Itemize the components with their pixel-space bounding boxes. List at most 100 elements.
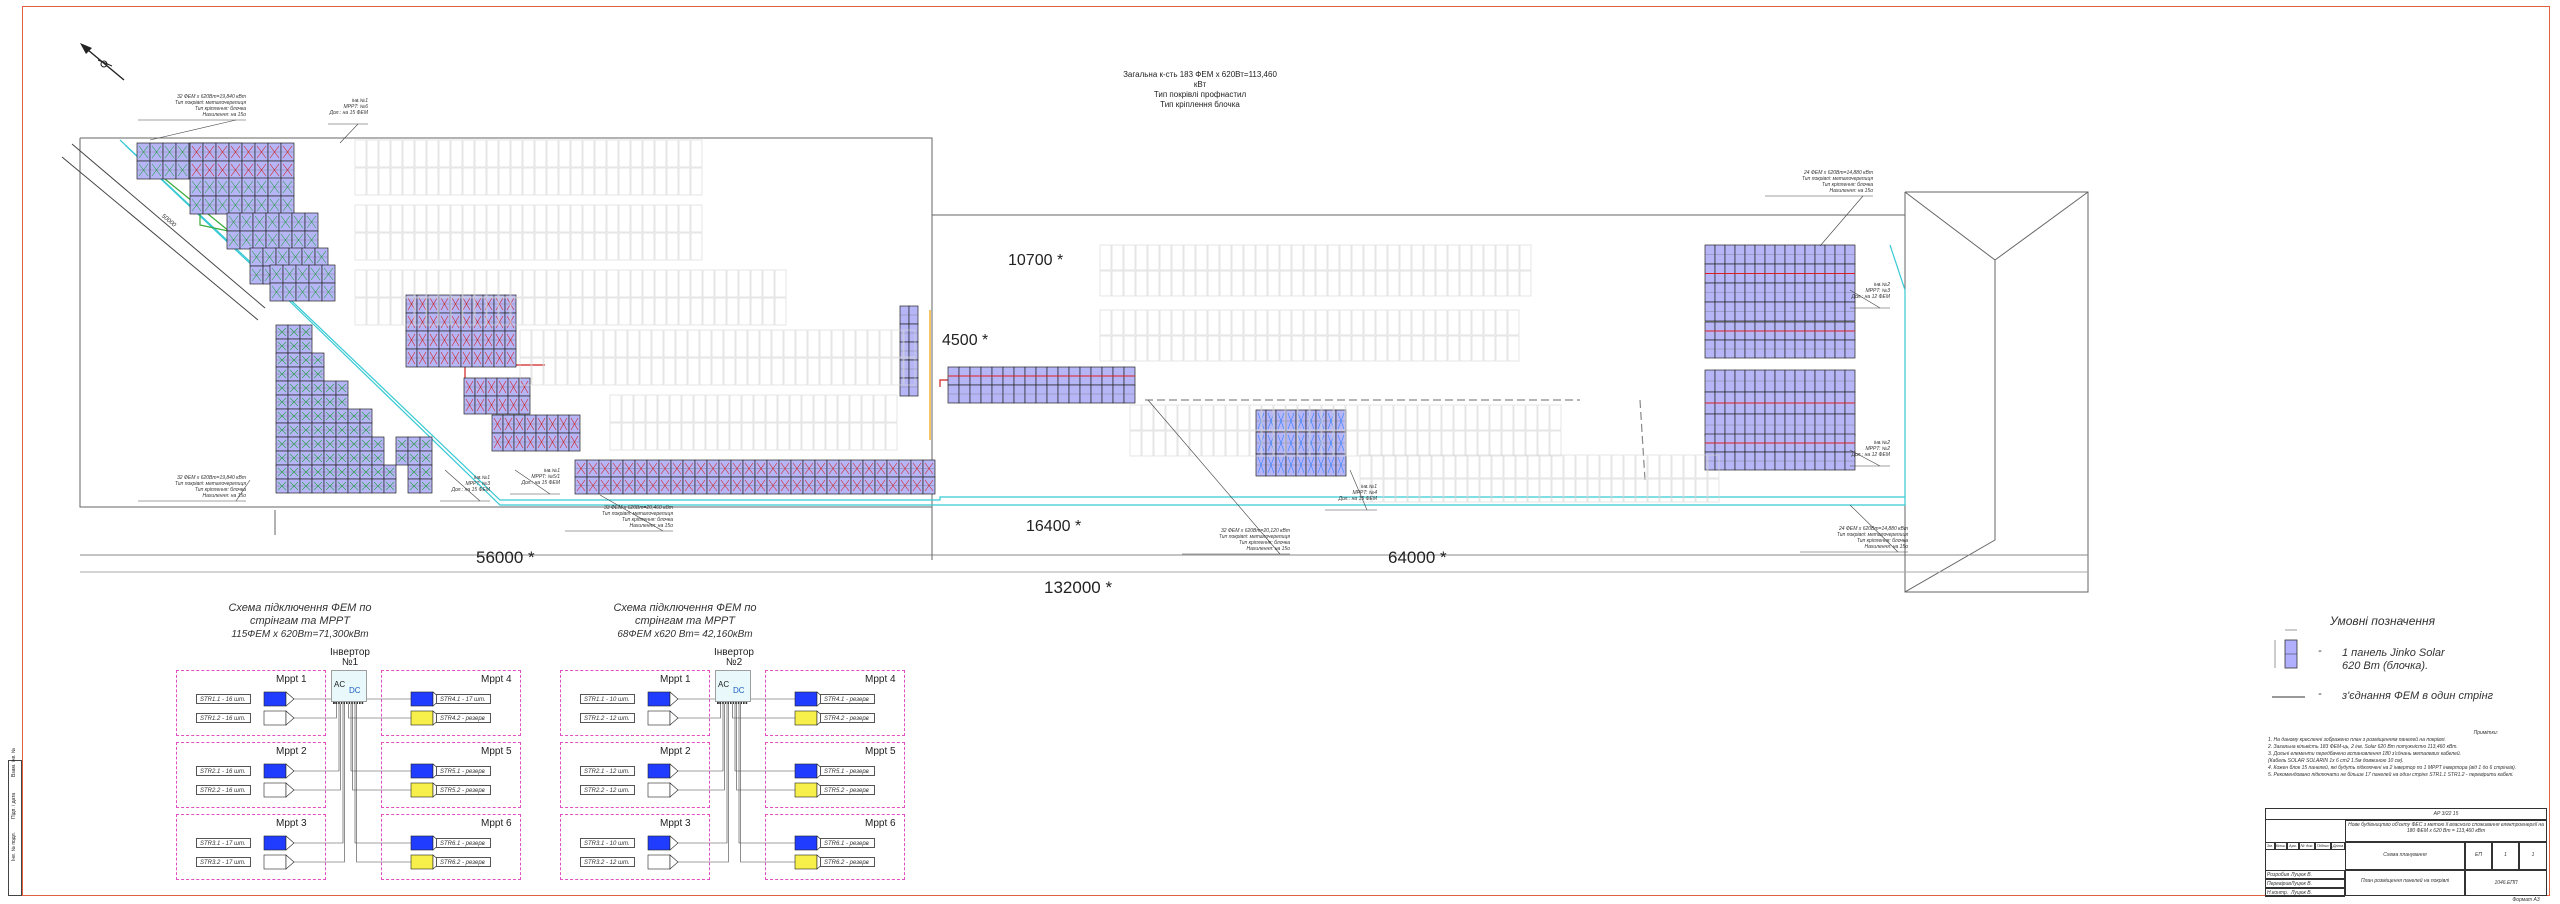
- existing-panel: [639, 329, 652, 358]
- string-label: STR6.2 - резерв: [436, 857, 491, 867]
- stamp-stage-cell: [2465, 842, 2492, 870]
- existing-panel: [390, 204, 403, 233]
- existing-panel: [1285, 404, 1298, 431]
- existing-panel: [621, 422, 634, 451]
- existing-panel: [1327, 335, 1340, 362]
- existing-panel: [855, 329, 868, 358]
- existing-panel: [1359, 454, 1372, 479]
- string-label: STR2.1 - 16 шт.: [196, 766, 251, 776]
- existing-panel: [414, 204, 427, 233]
- existing-panel: [738, 269, 751, 298]
- existing-panel: [1447, 335, 1460, 362]
- existing-panel: [579, 357, 592, 386]
- stamp-desc: Нове будівництво об'єкту ФЕС з метою її …: [2348, 822, 2544, 834]
- mppt-frame: [765, 814, 905, 880]
- existing-panel: [594, 139, 607, 168]
- scheme-title-line: стрінгам та MPPT: [635, 615, 735, 627]
- existing-panel: [1255, 270, 1268, 297]
- inverter-dc: DC: [349, 686, 361, 695]
- notes-header: Примітки:: [2473, 730, 2498, 736]
- existing-panel: [1383, 478, 1396, 503]
- existing-panel: [1237, 430, 1250, 457]
- existing-panel: [1423, 270, 1436, 297]
- stamp-row-project: [2265, 808, 2547, 820]
- existing-panel: [450, 139, 463, 168]
- mppt-frame: [176, 814, 326, 880]
- existing-panel: [519, 357, 532, 386]
- stamp-col-label: Зм.: [2266, 843, 2274, 848]
- existing-panel: [543, 329, 556, 358]
- existing-panel: [1537, 404, 1550, 431]
- mppt-frame: [560, 814, 710, 880]
- callout-line: Нахилення: на 15о: [1864, 544, 1909, 550]
- existing-panel: [753, 394, 766, 423]
- existing-panel: [366, 232, 379, 261]
- mppt-frame: [176, 742, 326, 808]
- existing-panel: [699, 357, 712, 386]
- existing-panel: [621, 394, 634, 423]
- existing-panel: [693, 422, 706, 451]
- title-line-1: Загальна к-сть 183 ФЕМ х 620Вт=113,460 к…: [1123, 70, 1277, 89]
- existing-panel: [807, 357, 820, 386]
- existing-panel: [438, 167, 451, 196]
- existing-panel: [1147, 244, 1160, 271]
- existing-panel: [1647, 478, 1660, 503]
- existing-panel: [1219, 270, 1232, 297]
- existing-panel: [378, 204, 391, 233]
- string-label: STR3.2 - 17 шт.: [196, 857, 251, 867]
- title-stamp: АР 3/22 15 Нове будівництво об'єкту ФЕС …: [2265, 808, 2547, 903]
- existing-panel: [426, 139, 439, 168]
- existing-panel: [1303, 244, 1316, 271]
- existing-panel: [567, 357, 580, 386]
- existing-panel: [1483, 309, 1496, 336]
- existing-panel: [558, 204, 571, 233]
- stamp-sheets: 1: [2531, 852, 2535, 858]
- callout-leader: [1849, 504, 1899, 553]
- existing-panel: [843, 357, 856, 386]
- existing-panel: [1351, 309, 1364, 336]
- existing-panel: [1147, 309, 1160, 336]
- existing-panel: [1507, 244, 1520, 271]
- existing-panel: [735, 357, 748, 386]
- existing-panel: [1111, 335, 1124, 362]
- existing-panel: [1339, 244, 1352, 271]
- existing-panel: [450, 232, 463, 261]
- existing-panel: [606, 139, 619, 168]
- inverter-label: Інвертор №1: [330, 647, 370, 668]
- existing-panel: [366, 139, 379, 168]
- existing-panel: [1549, 404, 1562, 431]
- stamp-col-cell: [2287, 842, 2299, 850]
- existing-panel: [522, 269, 535, 298]
- existing-panel: [1491, 454, 1504, 479]
- existing-panel: [1417, 430, 1430, 457]
- existing-panel: [558, 139, 571, 168]
- existing-panel: [1491, 478, 1504, 503]
- existing-panel: [486, 167, 499, 196]
- callout-line: Тип покрівлі: металочерепиця: [601, 511, 673, 517]
- existing-panel: [570, 204, 583, 233]
- existing-panel: [546, 139, 559, 168]
- existing-panel: [1405, 404, 1418, 431]
- existing-panel: [1507, 309, 1520, 336]
- string-label: STR2.2 - 12 шт.: [580, 785, 635, 795]
- existing-panel: [1141, 430, 1154, 457]
- notes: Примітки: 1. На даному кресленні зображе…: [2268, 730, 2538, 779]
- existing-panel: [714, 269, 727, 298]
- existing-panel: [642, 204, 655, 233]
- existing-panel: [354, 297, 367, 326]
- existing-panel: [726, 297, 739, 326]
- callout-leader: [1349, 469, 1368, 511]
- legend-panel-symbol: [2274, 629, 2298, 669]
- existing-panel: [606, 297, 619, 326]
- existing-panel: [558, 269, 571, 298]
- existing-panel: [1351, 335, 1364, 362]
- callout-line: Тип кріплення: блочка: [1821, 182, 1873, 188]
- existing-panel: [1455, 454, 1468, 479]
- existing-panel: [1327, 270, 1340, 297]
- existing-panel: [1695, 478, 1708, 503]
- existing-panel: [819, 329, 832, 358]
- existing-panel: [774, 269, 787, 298]
- existing-panel: [474, 297, 487, 326]
- existing-panel: [666, 232, 679, 261]
